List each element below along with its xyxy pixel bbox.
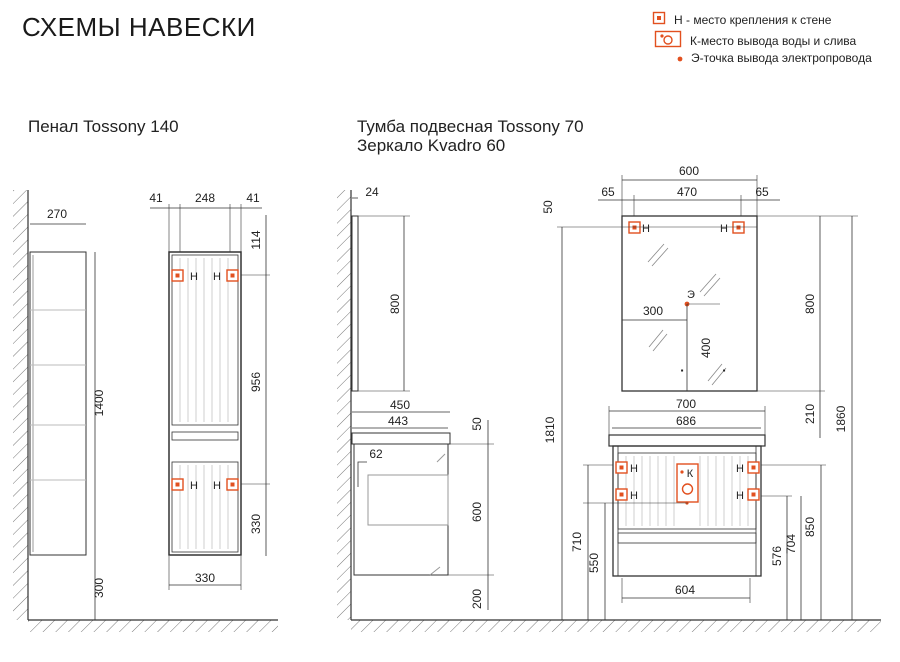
penal-side-view — [29, 251, 87, 556]
dim-mirror-side-height: 800 — [388, 294, 402, 314]
dim-mirror-gap: 210 — [803, 404, 817, 424]
dim-mirror-height: 800 — [803, 294, 817, 314]
dim-penal-floor: 300 — [92, 578, 106, 598]
mirror-mark-h-left: Н — [642, 223, 650, 235]
legend-electric-text: Э-точка вывода электропровода — [691, 51, 872, 65]
dim-tumba-bottom-width: 604 — [675, 583, 695, 597]
tumba-front-view — [608, 434, 766, 577]
penal-mark-h3: Н — [190, 480, 198, 492]
dim-tumba-depth-inner: 443 — [388, 414, 408, 428]
caption-penal: Пенал Tossony 140 — [28, 117, 179, 136]
penal-mark-h1: Н — [190, 271, 198, 283]
caption-tumba: Тумба подвесная Tossony 70 — [357, 117, 584, 136]
dim-penal-between: 956 — [249, 372, 263, 392]
mirror-mount-left — [628, 221, 641, 234]
dim-drawer-height: 704 — [784, 534, 798, 554]
penal-floor — [28, 619, 278, 632]
legend-mount-text: Н - место крепления к стене — [674, 12, 832, 27]
dim-penal-top: 114 — [249, 230, 263, 249]
dim-tumba-depth: 450 — [390, 398, 410, 412]
dim-drawer-lower: 576 — [770, 546, 784, 566]
dim-mirror-top: 50 — [541, 200, 555, 214]
dim-electric-x: 300 — [643, 304, 663, 318]
mirror-mount-right — [732, 221, 745, 234]
dim-water-height: 550 — [587, 553, 601, 573]
dim-penal-width: 330 — [195, 571, 215, 585]
tumba-wall — [337, 190, 352, 620]
dim-mirror-width: 600 — [679, 164, 699, 178]
dim-tumba-mount-lower: 710 — [570, 532, 584, 552]
dim-penal-height: 1400 — [92, 389, 106, 416]
tumba-floor — [351, 619, 881, 632]
mirror-side-view — [351, 215, 359, 392]
legend-item-water: К-место вывода воды и слива — [654, 30, 856, 51]
dim-tumba-floor: 200 — [470, 589, 484, 609]
legend-item-mount: Н - место крепления к стене — [652, 11, 831, 28]
tumba-mount-upper-left — [615, 461, 628, 474]
dim-mirror-depth: 24 — [365, 185, 379, 199]
dim-penal-bottom: 330 — [249, 514, 263, 534]
dim-mirror-total: 1860 — [834, 405, 848, 432]
dim-penal-front-left: 41 — [149, 191, 163, 205]
mirror-mark-h-right: Н — [720, 223, 728, 235]
tumba-mount-upper-right — [747, 461, 760, 474]
mirror-mark-e: Э — [687, 289, 695, 301]
tumba-side-view — [351, 432, 451, 576]
penal-mount-lower-right — [226, 478, 239, 491]
mount-point-icon — [652, 11, 666, 28]
tumba-mount-lower-right — [747, 488, 760, 501]
electric-point-icon — [677, 51, 683, 65]
dim-tumba-offset: 62 — [369, 447, 383, 461]
water-outlet-icon — [676, 463, 699, 505]
tumba-mark-h4: Н — [736, 490, 744, 502]
penal-wall — [13, 190, 29, 620]
page-title: СХЕМЫ НАВЕСКИ — [22, 12, 256, 42]
penal-mount-lower-left — [171, 478, 184, 491]
penal-mount-upper-right — [226, 269, 239, 282]
caption-mirror: Зеркало Kvadro 60 — [357, 136, 506, 155]
mirror-front-view: ▪ ▪ — [621, 215, 758, 392]
penal-mark-h2: Н — [213, 271, 221, 283]
mirror-switch-mark: ▪ — [723, 366, 726, 375]
dim-mirror-span: 470 — [677, 185, 697, 199]
mirror-sensor-mark: ▪ — [681, 366, 684, 375]
water-outlet-icon — [654, 30, 682, 51]
dim-mirror-inset-right: 65 — [755, 185, 769, 199]
legend-item-electric: Э-точка вывода электропровода — [677, 51, 872, 65]
dim-electric-y: 400 — [699, 338, 713, 358]
penal-mark-h4: Н — [213, 480, 221, 492]
dim-penal-depth: 270 — [47, 207, 67, 221]
dim-tumba-width: 700 — [676, 397, 696, 411]
tumba-mark-h3: Н — [736, 463, 744, 475]
penal-front-view — [168, 251, 242, 556]
dim-penal-front-right: 41 — [246, 191, 260, 205]
legend-water-text: К-место вывода воды и слива — [690, 33, 857, 48]
dim-tumba-mount-upper: 850 — [803, 517, 817, 537]
dim-tumba-width-inner: 686 — [676, 414, 696, 428]
dim-mirror-inset-left: 65 — [601, 185, 615, 199]
tumba-mount-lower-left — [615, 488, 628, 501]
dim-mirror-mount: 1810 — [543, 416, 557, 443]
dim-tumba-height: 600 — [470, 502, 484, 522]
tumba-mark-k: К — [687, 468, 694, 480]
tumba-mark-h2: Н — [630, 490, 638, 502]
dim-tumba-top: 50 — [470, 417, 484, 431]
tumba-mark-h1: Н — [630, 463, 638, 475]
dim-penal-front-mid: 248 — [195, 191, 215, 205]
penal-mount-upper-left — [171, 269, 184, 282]
